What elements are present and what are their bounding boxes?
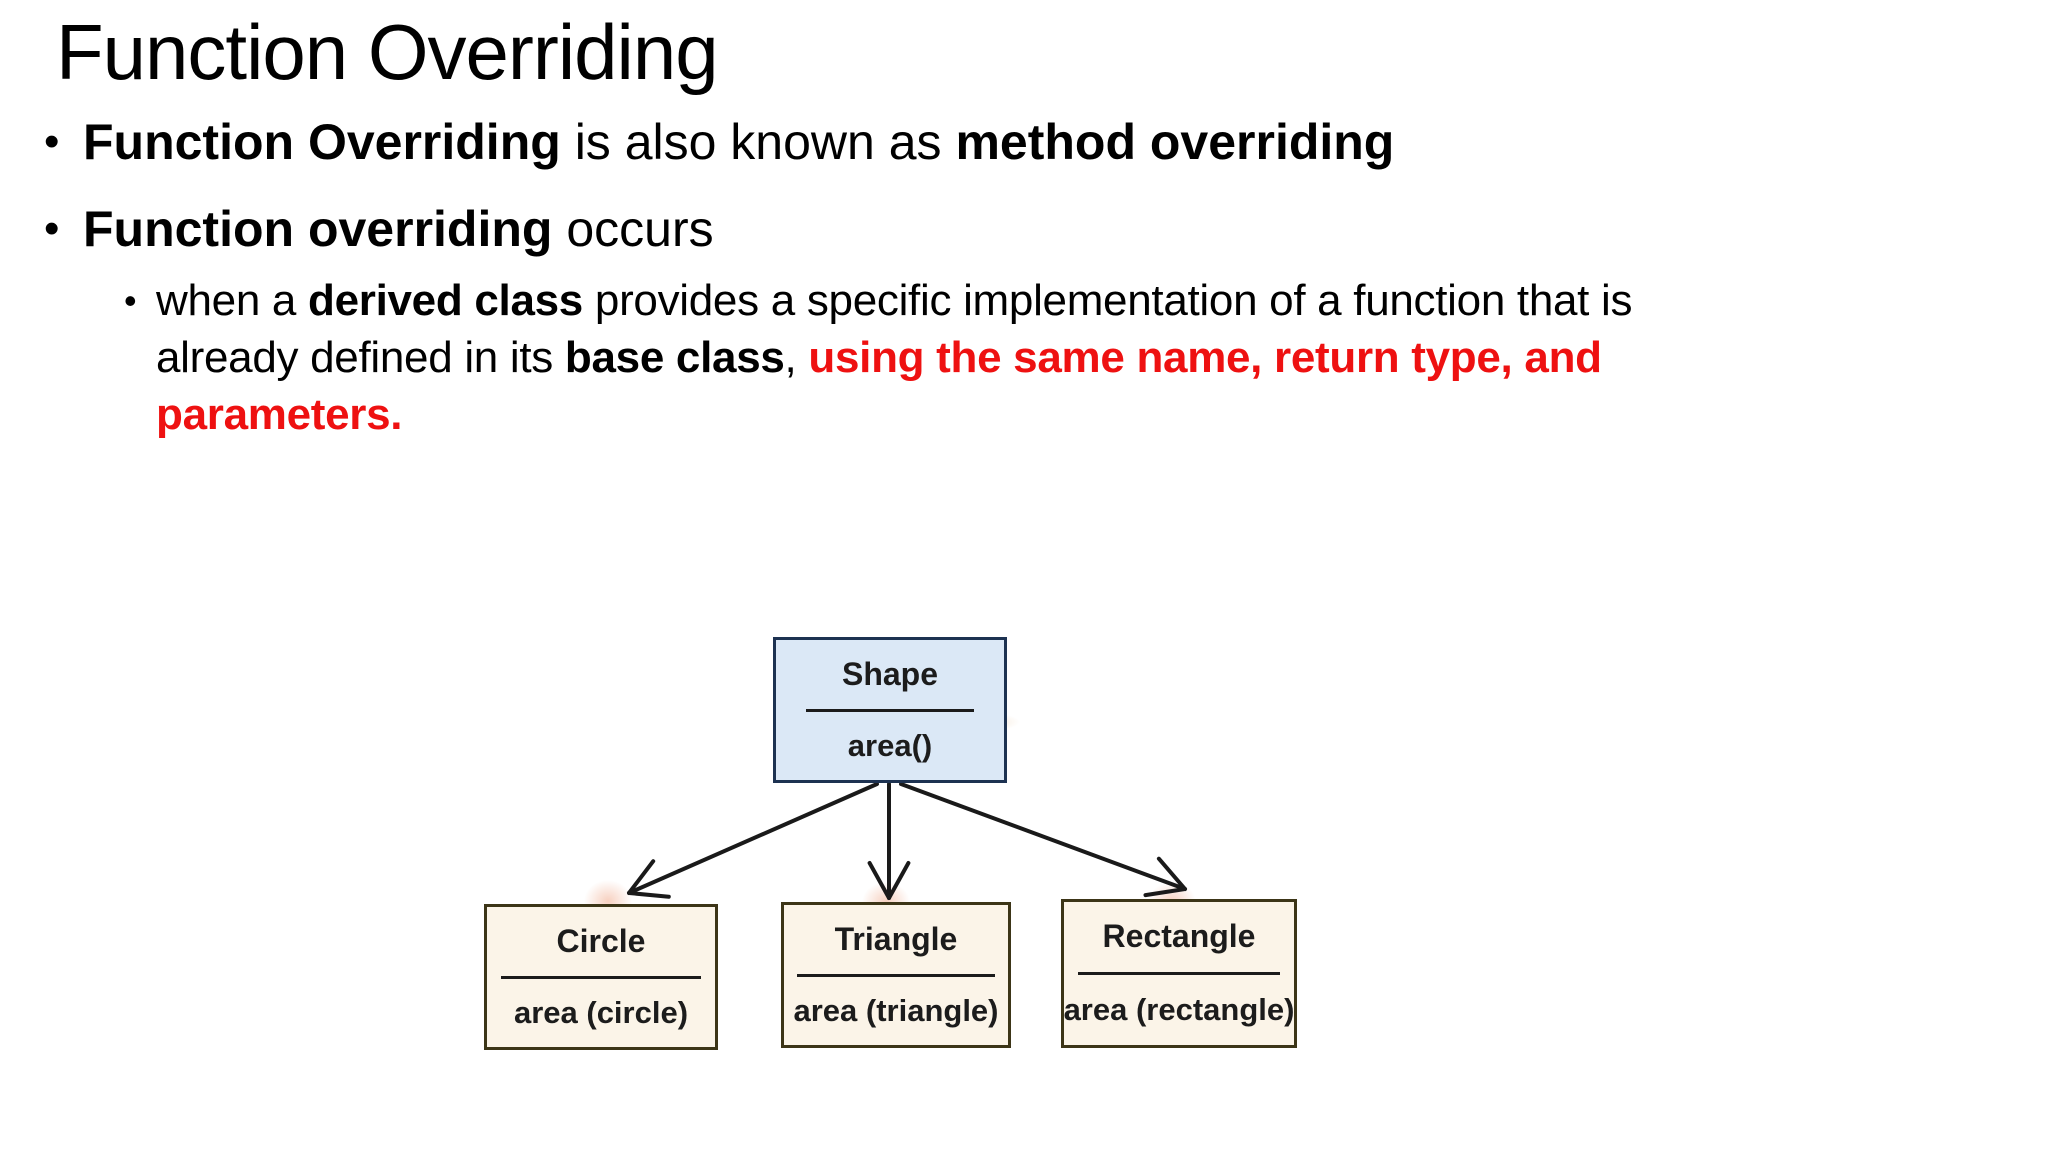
class-divider: [805, 708, 975, 712]
sub-bullet-line-2: already defined in its base class, using…: [156, 333, 1602, 382]
page-title: Function Overriding: [56, 8, 719, 96]
uml-class-box-rectangle: Rectangle area (rectangle): [1061, 899, 1297, 1048]
sub-bullet-item: • when a derived class provides a specif…: [124, 272, 1633, 443]
sub-bullet-line-1: when a derived class provides a specific…: [156, 276, 1633, 325]
sub-bullet-line-3: parameters.: [156, 390, 403, 439]
uml-class-box-triangle: Triangle area (triangle): [781, 902, 1011, 1048]
bullet-item-2: • Function overriding occurs: [44, 199, 714, 259]
class-name: Shape: [841, 655, 939, 692]
bullet-2-text: Function overriding occurs: [83, 201, 714, 257]
bullet-dot: •: [44, 117, 60, 166]
uml-class-box-shape: Shape area(): [773, 637, 1007, 783]
uml-class-box-circle: Circle area (circle): [484, 904, 718, 1050]
class-divider: [1077, 972, 1281, 975]
class-method: area(): [847, 727, 933, 763]
class-method: area (triangle): [793, 992, 999, 1028]
class-name: Circle: [556, 922, 646, 959]
bullet-dot: •: [124, 280, 137, 321]
class-method: area (rectangle): [1063, 991, 1295, 1027]
bullet-dot: •: [44, 204, 60, 253]
bullet-1-text: Function Overriding is also known as met…: [83, 114, 1395, 170]
inheritance-arrow-right: [899, 782, 1187, 898]
class-divider: [500, 975, 702, 979]
inheritance-arrow-middle: [867, 782, 911, 900]
class-method: area (circle): [513, 994, 689, 1030]
inheritance-arrow-left: [627, 782, 879, 899]
class-name: Triangle: [834, 920, 958, 957]
class-divider: [797, 973, 995, 977]
bullet-item-1: • Function Overriding is also known as m…: [44, 112, 1394, 172]
class-name: Rectangle: [1102, 918, 1256, 955]
